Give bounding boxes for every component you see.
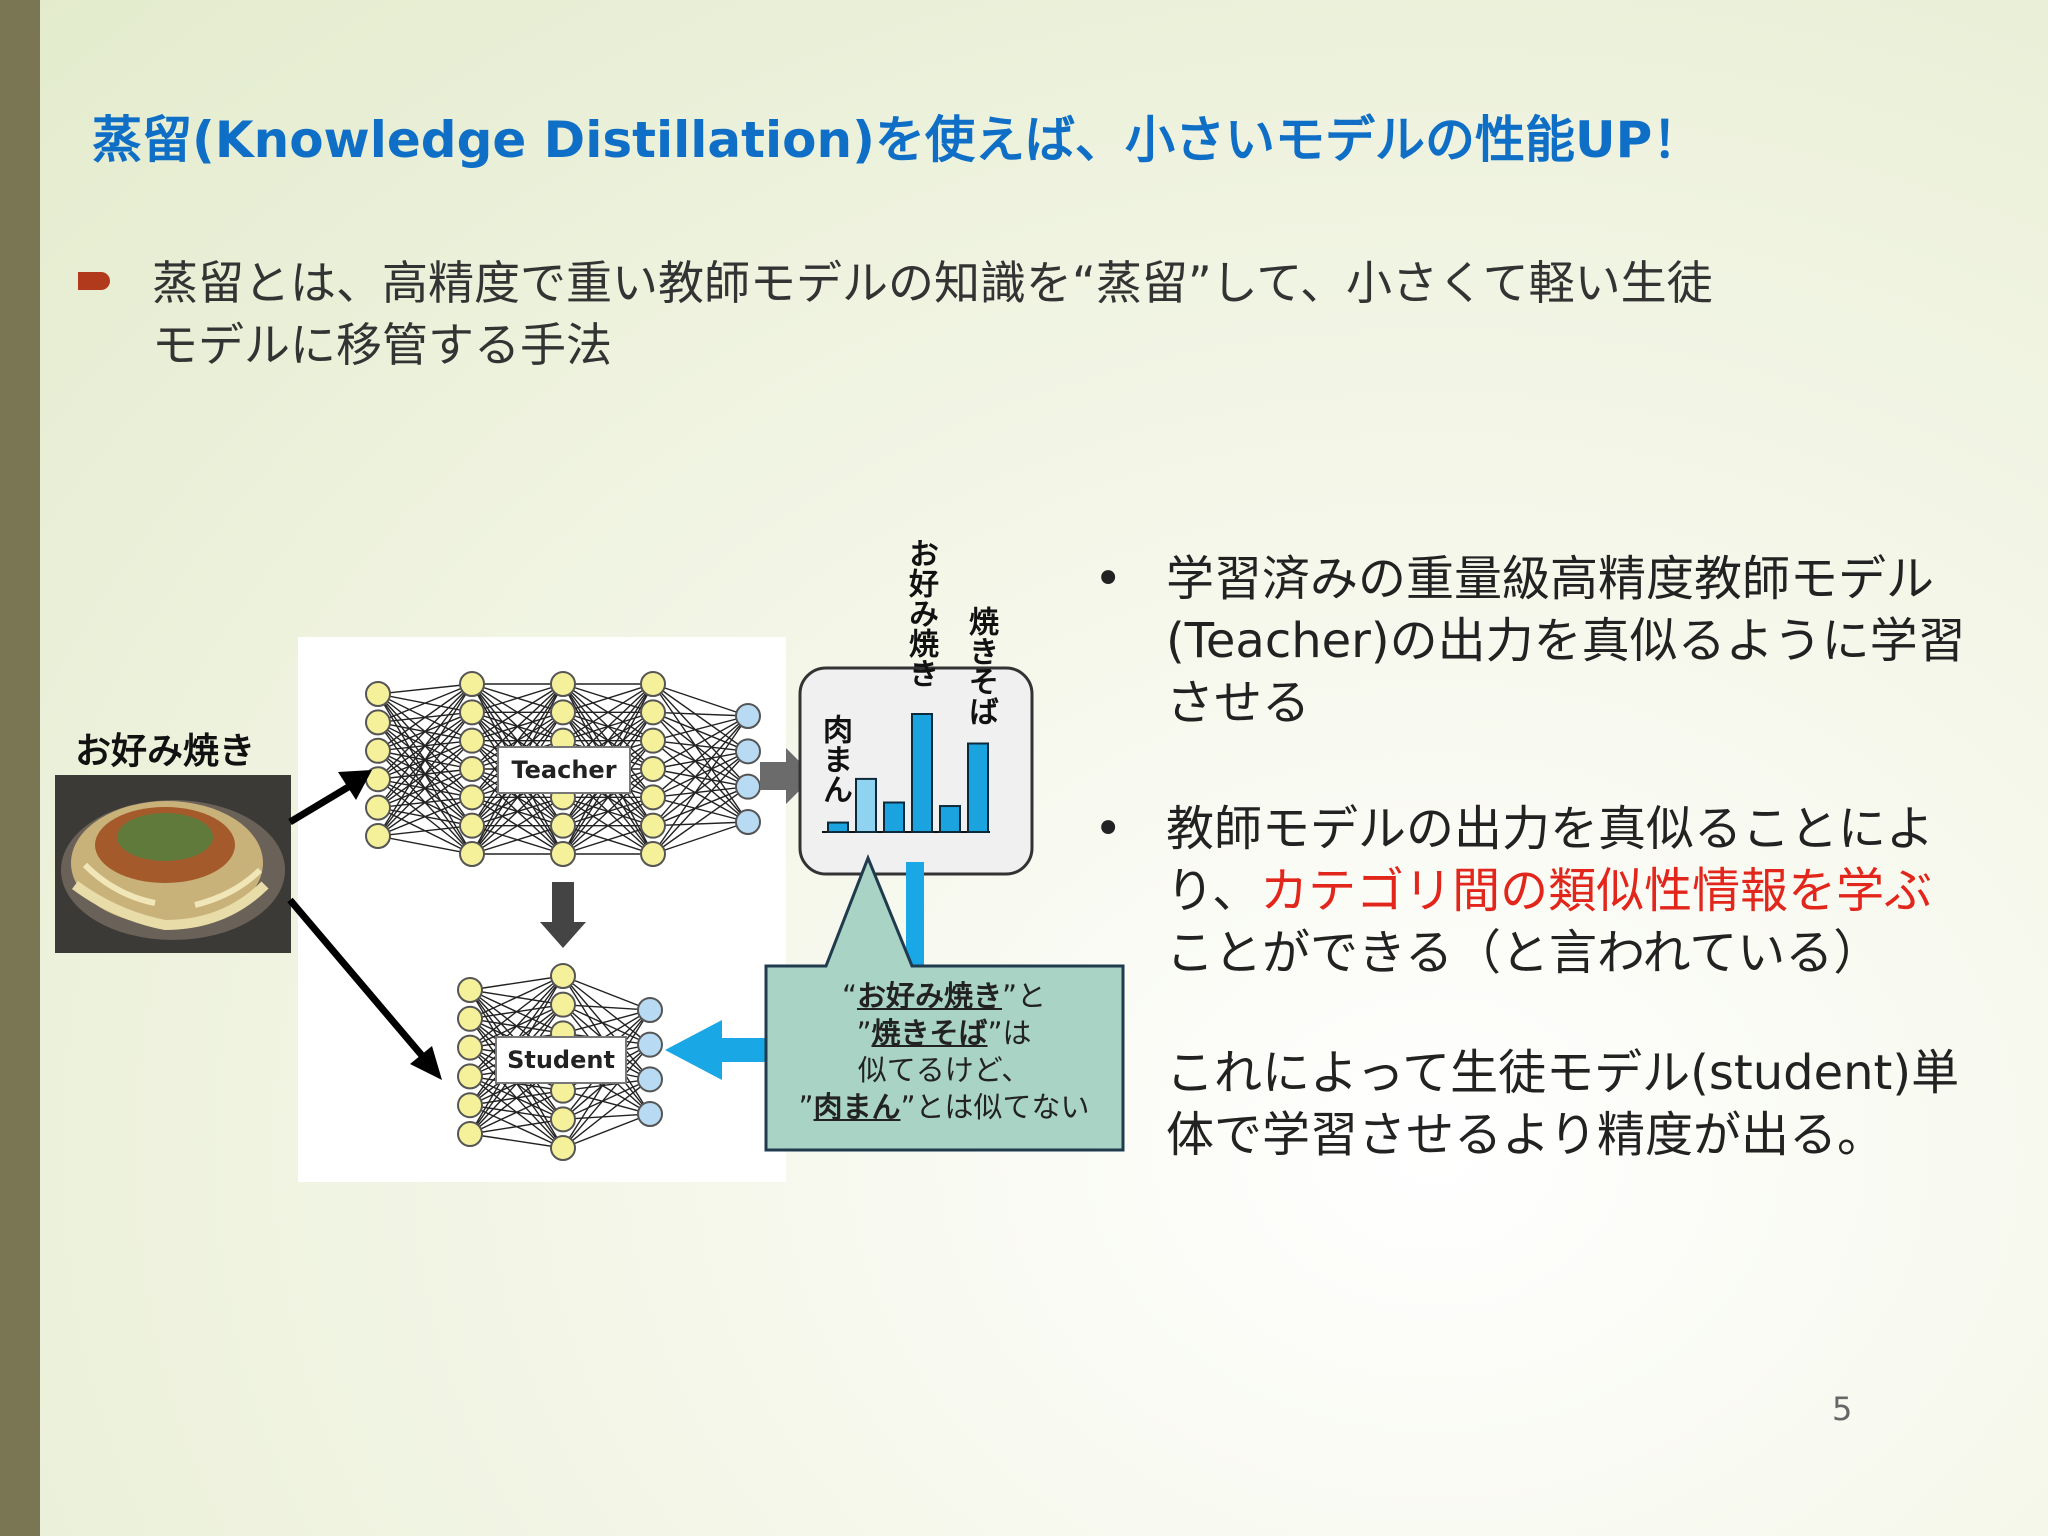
network-node xyxy=(550,1135,576,1161)
network-node xyxy=(550,671,576,697)
intro-line-2: モデルに移管する手法 xyxy=(152,318,612,372)
arrow-to-student-head xyxy=(410,1046,442,1080)
callout-line-3: 似てるけど、 xyxy=(857,1053,1031,1087)
network-node xyxy=(459,727,485,754)
network-node xyxy=(550,1106,576,1133)
network-node xyxy=(735,809,761,835)
network-node xyxy=(550,841,576,867)
network-node xyxy=(457,1034,483,1061)
bar-label-yakisoba: 焼きそば xyxy=(963,606,998,726)
bullet-item-1: • 学習済みの重量級高精度教師モデル (Teacher)の出力を真似るように学習… xyxy=(1090,548,2030,734)
conclusion-text: これによって生徒モデル(student)単 体で学習させるより精度が出る。 xyxy=(1166,1045,1960,1163)
teacher-label: Teacher xyxy=(497,746,631,794)
bullet-dot: • xyxy=(1094,551,1123,607)
callout-line-4: ”肉まん”とは似てない xyxy=(798,1090,1090,1124)
slide-sidebar-bar xyxy=(0,0,40,1536)
right-arrow-body xyxy=(760,762,788,790)
network-node xyxy=(365,823,391,849)
network-node xyxy=(459,699,485,726)
network-node xyxy=(637,1101,663,1127)
highlight-text: カテゴリ間の類似性情報を学ぶ xyxy=(1260,863,1933,919)
down-arrow-body xyxy=(552,882,574,924)
intro-text: 蒸留とは、高精度で重い教師モデルの知識を“蒸留”して、小さくて軽い生徒 モデルに… xyxy=(152,252,1912,376)
network-node xyxy=(735,773,761,800)
network-node xyxy=(457,977,483,1003)
network-node xyxy=(365,681,391,707)
network-node xyxy=(735,703,761,729)
chart-bar-5 xyxy=(967,742,989,833)
network-node xyxy=(365,794,391,821)
callout-line-1: “お好み焼き”と xyxy=(841,979,1047,1013)
network-node xyxy=(640,727,666,754)
chart-bar-1 xyxy=(855,777,877,834)
bar-label-nikuman: 肉まん xyxy=(817,714,852,804)
down-arrow-head xyxy=(540,922,586,948)
network-node xyxy=(459,841,485,867)
network-node xyxy=(640,671,666,697)
network-node xyxy=(459,671,485,697)
network-node xyxy=(459,812,485,839)
network-node xyxy=(457,1121,483,1147)
arrow-to-student xyxy=(287,897,433,1068)
network-node xyxy=(637,1066,663,1093)
blue-connector xyxy=(906,862,924,968)
blue-arrow-head xyxy=(665,1020,722,1080)
network-node xyxy=(459,756,485,782)
network-node xyxy=(640,841,666,867)
callout-text: “お好み焼き”と ”焼きそば”は 似てるけど、 ”肉まん”とは似てない xyxy=(768,978,1120,1126)
chart-bar-4 xyxy=(939,805,961,833)
network-node xyxy=(457,1005,483,1032)
network-node xyxy=(735,738,761,765)
bullet-arrow-icon xyxy=(78,272,110,290)
bullet-list: • 学習済みの重量級高精度教師モデル (Teacher)の出力を真似るように学習… xyxy=(1090,548,2030,1048)
network-node xyxy=(459,784,485,811)
network-node xyxy=(550,812,576,839)
bullet-dot: • xyxy=(1094,801,1123,857)
network-node xyxy=(637,1031,663,1058)
network-node xyxy=(365,709,391,736)
slide-title: 蒸留(Knowledge Distillation)を使えば、小さいモデルの性能… xyxy=(92,111,1703,169)
network-node xyxy=(640,812,666,839)
chart-bars xyxy=(827,713,989,834)
callout-bubble xyxy=(764,853,1125,1152)
intro-line-1: 蒸留とは、高精度で重い教師モデルの知識を“蒸留”して、小さくて軽い生徒 xyxy=(152,256,1713,310)
callout-line-2: ”焼きそば”は xyxy=(856,1016,1032,1050)
network-node xyxy=(550,699,576,726)
network-node xyxy=(640,756,666,782)
arrow-to-teacher-head xyxy=(338,770,372,800)
network-node xyxy=(640,784,666,811)
input-image-label: お好み焼き xyxy=(75,731,256,772)
network-node xyxy=(457,1092,483,1119)
network-node xyxy=(550,991,576,1018)
network-node xyxy=(637,997,663,1023)
page-number: 5 xyxy=(1832,1390,1853,1428)
okonomiyaki-photo xyxy=(55,775,291,953)
chart-bar-2 xyxy=(883,801,905,833)
student-label: Student xyxy=(495,1036,627,1084)
bullet-item-2: • 教師モデルの出力を真似ることによ り、カテゴリ間の類似性情報を学ぶ ことがで… xyxy=(1090,798,2030,984)
network-node xyxy=(457,1063,483,1090)
network-node xyxy=(550,963,576,989)
network-node xyxy=(365,737,391,764)
chart-bar-0 xyxy=(827,821,849,833)
bar-label-okonomiyaki: お好み焼き xyxy=(903,538,938,688)
chart-bar-3 xyxy=(911,713,933,833)
network-node xyxy=(640,699,666,726)
